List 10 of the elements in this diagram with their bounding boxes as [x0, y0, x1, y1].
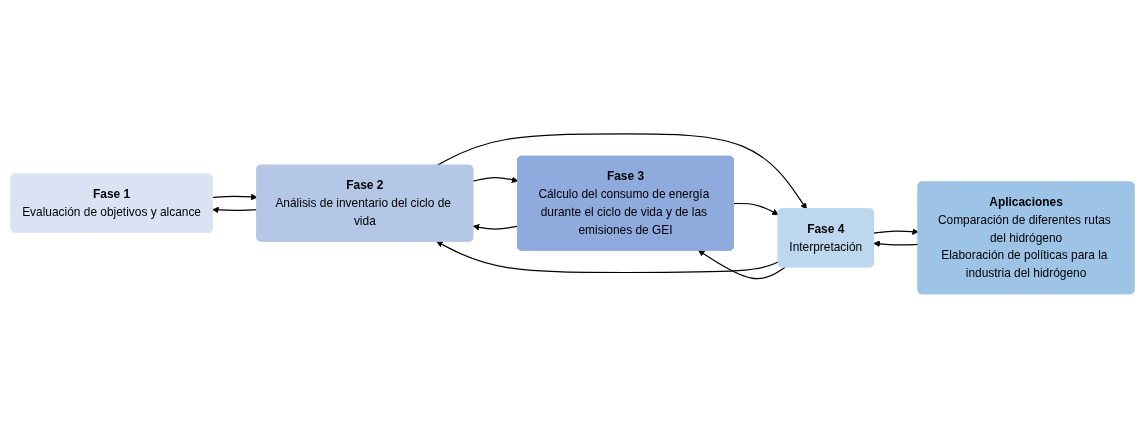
arrow: [472, 224, 519, 231]
arrow: [211, 193, 258, 201]
arrow: [698, 250, 786, 280]
arrow: [212, 206, 258, 214]
arrow: [472, 176, 519, 184]
arrow: [733, 203, 779, 216]
arrow: [873, 228, 919, 236]
arrow: [436, 133, 807, 210]
arrow: [873, 240, 919, 248]
arrow: [436, 241, 780, 274]
